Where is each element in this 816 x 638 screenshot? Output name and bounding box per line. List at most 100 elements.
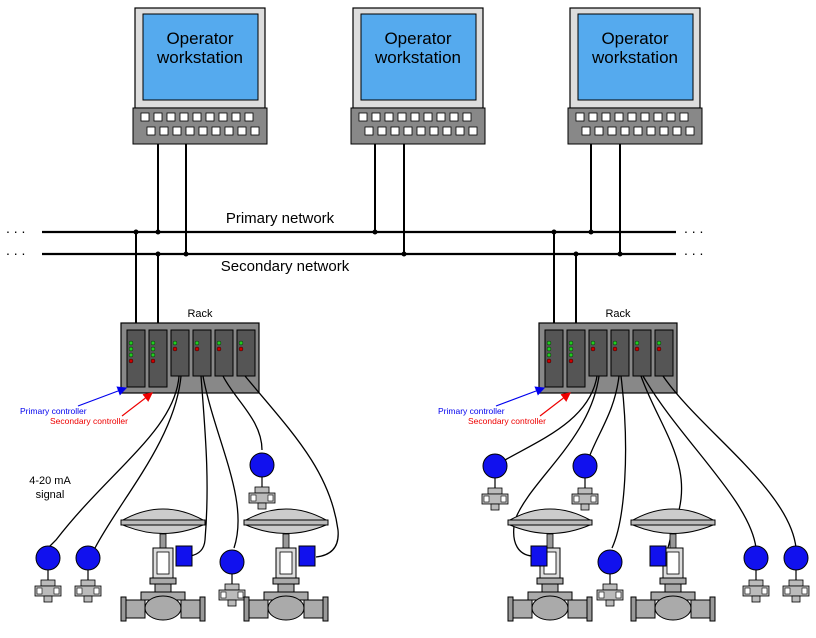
keyboard-key: [358, 112, 368, 122]
keyboard-key: [140, 112, 150, 122]
valve-positioner-icon: [649, 545, 667, 567]
pressure-transmitter-icon: [74, 545, 102, 603]
continuation-right-bottom: . . .: [684, 242, 703, 258]
status-led: [128, 358, 134, 364]
primary-controller-card: [544, 329, 564, 388]
status-led: [216, 346, 222, 352]
status-led: [216, 340, 222, 346]
status-led: [150, 352, 156, 358]
keyboard-key: [205, 112, 215, 122]
pressure-transmitter-icon: [571, 453, 599, 511]
io-card: [192, 329, 212, 377]
keyboard-key: [429, 126, 439, 136]
primary-controller-label: Primary controller: [438, 406, 505, 416]
network-junctions: [133, 229, 623, 257]
rack-label: Rack: [605, 308, 631, 320]
pressure-transmitter-icon: [742, 545, 770, 603]
status-led: [568, 346, 574, 352]
secondary-network-label: Secondary network: [221, 258, 350, 275]
primary-controller-arrow: [495, 386, 546, 407]
io-card: [170, 329, 190, 377]
continuation-right-top: . . .: [684, 220, 703, 236]
io-card: [214, 329, 234, 377]
keyboard-key: [192, 112, 202, 122]
keyboard-key: [455, 126, 465, 136]
keyboard-key: [640, 112, 650, 122]
status-led: [612, 340, 618, 346]
keyboard-key: [377, 126, 387, 136]
keyboard-key: [159, 126, 169, 136]
monitor-screen: [577, 13, 694, 101]
keyboard-key: [666, 112, 676, 122]
status-led: [634, 340, 640, 346]
primary-network-label: Primary network: [226, 210, 335, 227]
keyboard-key: [685, 126, 695, 136]
keyboard-key: [384, 112, 394, 122]
keyboard-key: [390, 126, 400, 136]
secondary-controller-card: [566, 329, 586, 388]
keyboard-key: [575, 112, 585, 122]
keyboard-key: [601, 112, 611, 122]
status-led: [546, 346, 552, 352]
valve-positioner-icon: [298, 545, 316, 567]
status-led: [546, 352, 552, 358]
monitor-screen: [360, 13, 477, 101]
primary-controller-card: [126, 329, 146, 388]
workstation-1[interactable]: Operator workstation: [132, 7, 268, 145]
keyboard-key: [416, 126, 426, 136]
field-devices: [34, 452, 810, 622]
pressure-transmitter-icon: [248, 452, 276, 510]
keyboard-key: [198, 126, 208, 136]
rack-1[interactable]: Rack: [120, 308, 260, 394]
pressure-transmitter-icon: [782, 545, 810, 603]
pressure-transmitter-icon: [34, 545, 62, 603]
status-led: [546, 358, 552, 364]
workstation-2[interactable]: Operator workstation: [350, 7, 486, 145]
keyboard-key: [423, 112, 433, 122]
keyboard-key: [211, 126, 221, 136]
workstation-3[interactable]: Operator workstation: [567, 7, 703, 145]
keyboard-key: [620, 126, 630, 136]
status-led: [128, 346, 134, 352]
keyboard-key: [633, 126, 643, 136]
keyboard-key: [172, 126, 182, 136]
io-card: [632, 329, 652, 377]
primary-controller-label: Primary controller: [20, 406, 87, 416]
workstation-label-line2: workstation: [591, 48, 678, 67]
status-led: [172, 346, 178, 352]
keyboard-key: [250, 126, 260, 136]
keyboard-key: [224, 126, 234, 136]
status-led: [656, 340, 662, 346]
status-led: [568, 352, 574, 358]
status-leds: [128, 340, 662, 364]
workstation-label-line2: workstation: [374, 48, 461, 67]
status-led: [150, 346, 156, 352]
rack-2[interactable]: Rack: [538, 308, 678, 394]
workstation-label-line1: Operator: [166, 29, 233, 48]
status-led: [568, 340, 574, 346]
keyboard-key: [244, 112, 254, 122]
status-led: [590, 346, 596, 352]
keyboard-key: [659, 126, 669, 136]
keyboard-key: [581, 126, 591, 136]
keyboard-keys: [140, 112, 695, 136]
keyboard-key: [364, 126, 374, 136]
workstation-label-line2: workstation: [156, 48, 243, 67]
keyboard-key: [468, 126, 478, 136]
field-wiring: [47, 375, 797, 558]
keyboard-key: [166, 112, 176, 122]
keyboard-key: [627, 112, 637, 122]
keyboard-key: [237, 126, 247, 136]
control-valve-icon: [630, 508, 716, 622]
io-card: [654, 329, 674, 377]
secondary-controller-card: [148, 329, 168, 388]
control-valve-icon: [507, 508, 593, 622]
valve-positioner-icon: [530, 545, 548, 567]
keyboard-key: [397, 112, 407, 122]
keyboard-key: [646, 126, 656, 136]
keyboard-key: [153, 112, 163, 122]
keyboard-key: [371, 112, 381, 122]
keyboard-key: [594, 126, 604, 136]
workstation-label-line1: Operator: [384, 29, 451, 48]
